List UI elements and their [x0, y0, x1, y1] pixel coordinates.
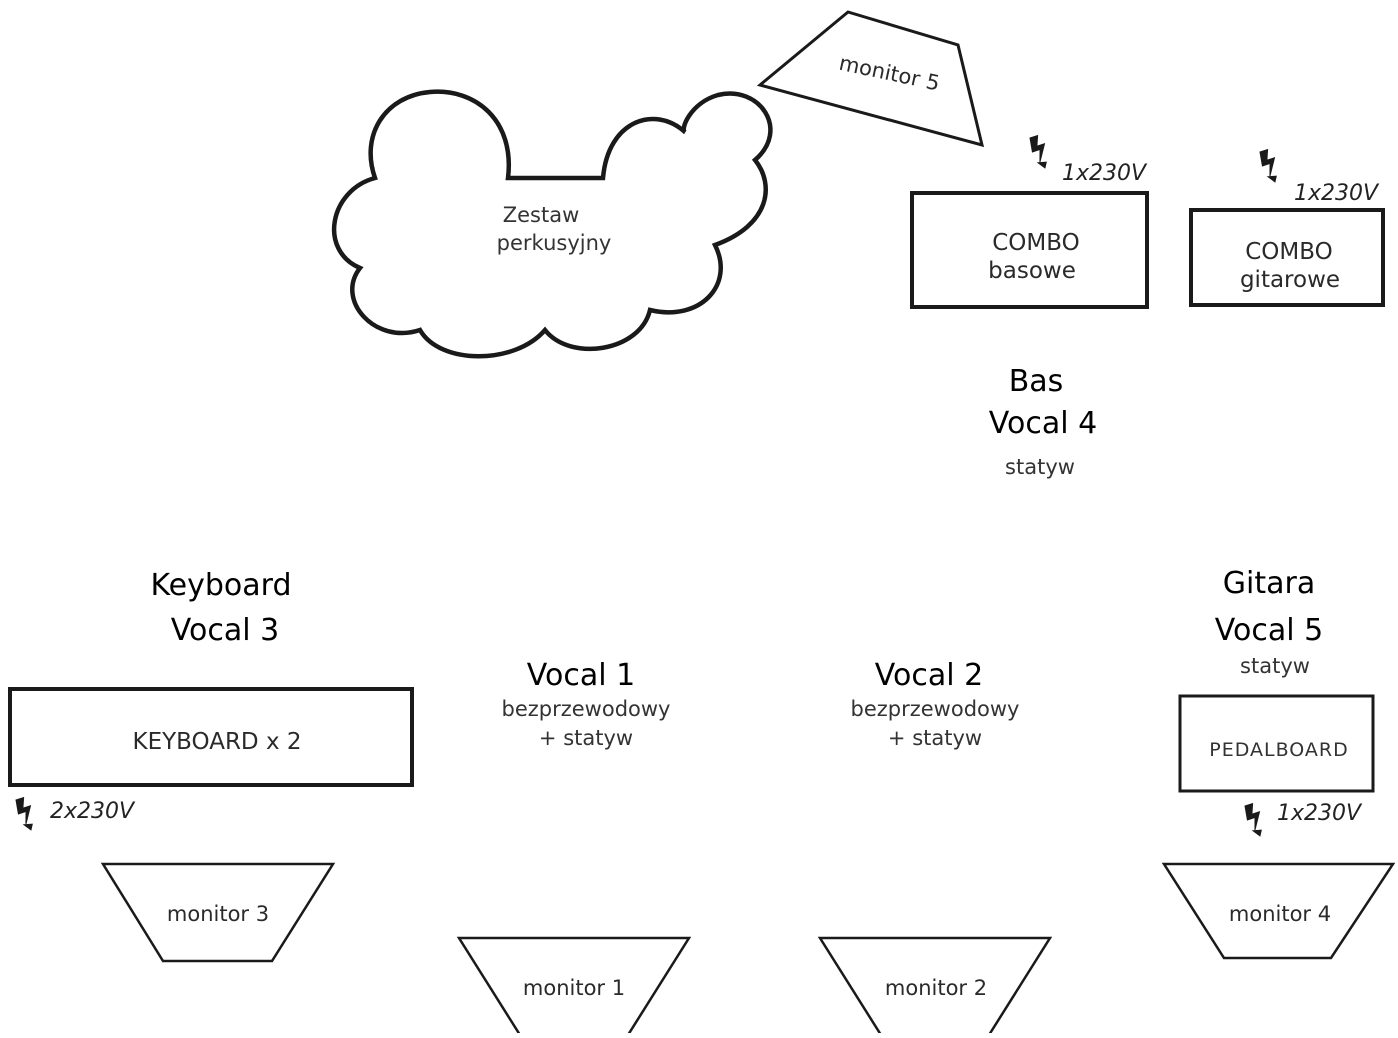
keyboard-position-instrument: Keyboard	[150, 568, 291, 603]
pedalboard-label: PEDALBOARD	[1209, 739, 1349, 761]
vocal-2-title: Vocal 2	[875, 658, 983, 693]
guitar-combo-label-line2: gitarowe	[1240, 267, 1340, 293]
drum-kit-outline	[332, 89, 773, 359]
guitar-combo: 1x230V COMBO gitarowe	[1189, 147, 1385, 307]
lightning-bolt-icon	[13, 795, 39, 833]
pedalboard-power: 1x230V	[1277, 801, 1363, 826]
bass-position-vocal: Vocal 4	[989, 406, 1097, 441]
bass-combo-box	[910, 191, 1149, 309]
drum-kit-label-line1: Zestaw	[503, 203, 580, 227]
vocal-1-line2: + statyw	[539, 726, 633, 750]
monitor-3-label: monitor 3	[167, 902, 269, 926]
keyboard-box	[8, 687, 414, 787]
keyboard-box-label: KEYBOARD x 2	[132, 729, 301, 755]
monitor-4-shape	[1161, 862, 1396, 960]
drum-kit-label-line2: perkusyjny	[497, 231, 612, 255]
monitor-4-label: monitor 4	[1229, 902, 1331, 926]
monitor-1: monitor 1	[456, 936, 692, 1037]
monitor-2-label: monitor 2	[885, 976, 987, 1000]
lightning-bolt-icon	[1242, 801, 1268, 839]
vocal-1-line1: bezprzewodowy	[502, 697, 671, 721]
bass-combo: 1x230V COMBO basowe	[910, 133, 1149, 309]
bass-combo-label-line2: basowe	[988, 258, 1076, 284]
monitor-2: monitor 2	[817, 936, 1053, 1037]
vocal-1-title: Vocal 1	[527, 658, 635, 693]
bass-position-note: statyw	[1005, 455, 1075, 479]
bass-position: Bas Vocal 4 statyw	[989, 364, 1097, 479]
guitar-combo-label-line1: COMBO	[1245, 239, 1333, 265]
monitor-4: monitor 4	[1161, 862, 1396, 960]
lightning-bolt-icon	[1257, 147, 1283, 185]
vocal-2-line1: bezprzewodowy	[851, 697, 1020, 721]
vocal-2-position: Vocal 2 bezprzewodowy + statyw	[851, 658, 1020, 750]
monitor-1-label: monitor 1	[523, 976, 625, 1000]
keyboard-position: Keyboard Vocal 3 KEYBOARD x 2 2x230V	[8, 568, 414, 833]
monitor-5-shape	[756, 10, 985, 148]
vocal-1-position: Vocal 1 bezprzewodowy + statyw	[502, 658, 671, 750]
vocal-2-line2: + statyw	[888, 726, 982, 750]
guitar-position-note: statyw	[1240, 654, 1310, 678]
keyboard-power: 2x230V	[50, 799, 136, 824]
bass-combo-label-line1: COMBO	[992, 230, 1080, 256]
guitar-position-vocal: Vocal 5	[1215, 613, 1323, 648]
monitor-3-shape	[100, 862, 336, 963]
pedalboard-box	[1178, 694, 1375, 793]
keyboard-position-vocal: Vocal 3	[171, 613, 279, 648]
monitor-3: monitor 3	[100, 862, 336, 963]
bass-combo-power: 1x230V	[1062, 161, 1148, 186]
lightning-bolt-icon	[1027, 133, 1053, 171]
bass-position-instrument: Bas	[1009, 364, 1064, 399]
drum-kit: Zestaw perkusyjny	[332, 89, 773, 359]
monitor-5: monitor 5	[756, 10, 985, 148]
guitar-position: Gitara Vocal 5 statyw PEDALBOARD 1x230V	[1178, 566, 1375, 839]
guitar-combo-box	[1189, 208, 1385, 307]
guitar-position-instrument: Gitara	[1223, 566, 1315, 601]
guitar-combo-power: 1x230V	[1294, 181, 1380, 206]
